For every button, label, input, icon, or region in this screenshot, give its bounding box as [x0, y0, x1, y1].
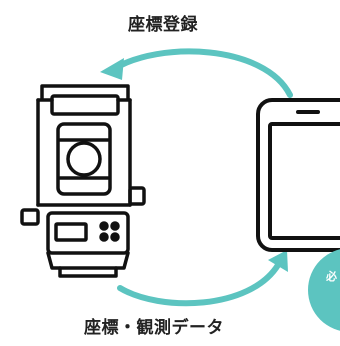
badge-circle: [308, 249, 340, 331]
top-label: 座標登録: [128, 15, 198, 35]
bottom-arrow: [117, 262, 281, 307]
bottom-label: 座標・観測データ: [84, 318, 224, 338]
bottom-arrow-head: [268, 250, 288, 272]
top-arrow: [109, 48, 293, 98]
badge-label: 必: [326, 270, 337, 283]
tablet-icon: [256, 98, 340, 252]
top-arrow-head: [100, 58, 124, 80]
total-station-icon: [20, 84, 146, 278]
